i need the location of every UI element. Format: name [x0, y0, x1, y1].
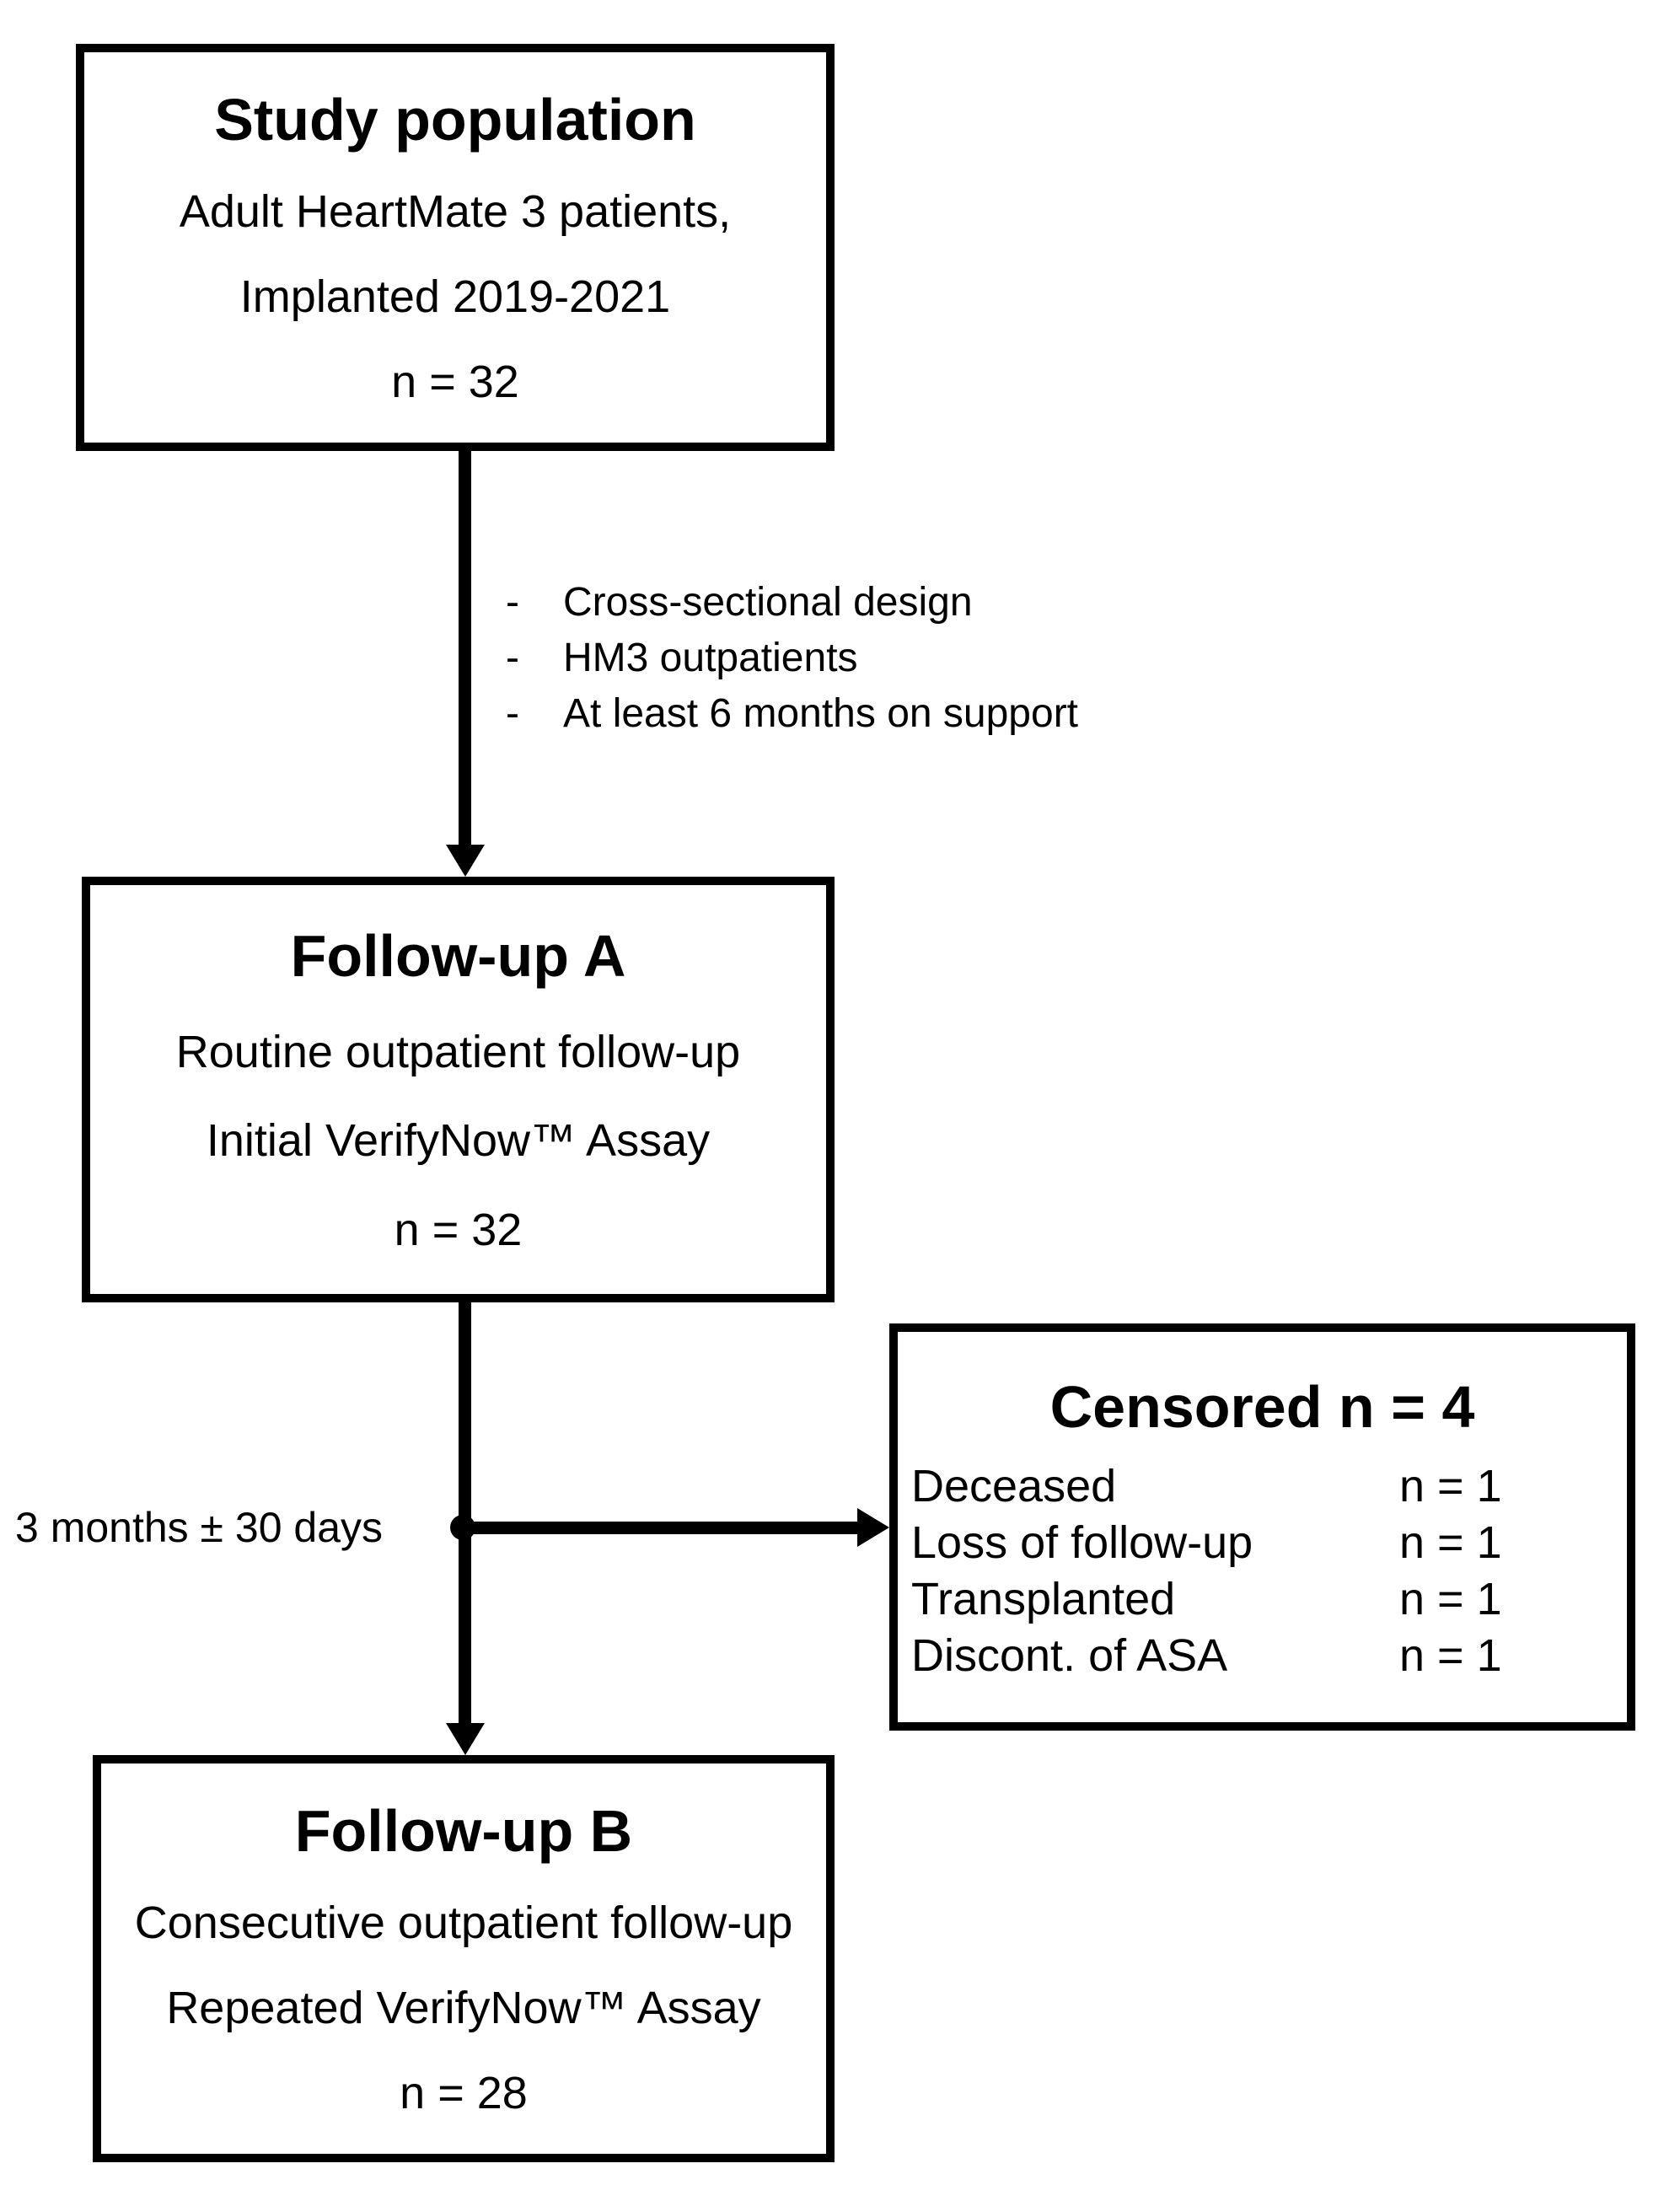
censored-row-label: Discont. of ASA	[911, 1630, 1228, 1681]
censored-row-count: n = 1	[1399, 1517, 1502, 1568]
followup-b-count: n = 28	[400, 2068, 528, 2118]
connector-study-to-followup-a	[459, 447, 471, 850]
followup-b-title: Follow-up B	[294, 1798, 633, 1864]
censored-row: Deceased n = 1	[898, 1458, 1627, 1515]
arrowhead-down-followup-a	[446, 845, 485, 877]
censored-row-label: Transplanted	[911, 1574, 1176, 1624]
inclusion-criteria-list: - Cross-sectional design - HM3 outpatien…	[506, 575, 1078, 742]
censored-row-label: Deceased	[911, 1461, 1117, 1511]
arrowhead-down-followup-b	[446, 1723, 485, 1755]
criteria-item: - HM3 outpatients	[506, 631, 1078, 686]
followup-b-line: Consecutive outpatient follow-up	[134, 1898, 793, 1948]
arrowhead-right-censored	[857, 1508, 889, 1547]
criteria-item: - Cross-sectional design	[506, 575, 1078, 631]
censored-row-count: n = 1	[1399, 1461, 1502, 1511]
censored-box: Censored n = 4 Deceased n = 1 Loss of fo…	[889, 1323, 1635, 1731]
censored-rows: Deceased n = 1 Loss of follow-up n = 1 T…	[898, 1458, 1627, 1684]
followup-a-box: Follow-up A Routine outpatient follow-up…	[82, 877, 835, 1302]
censored-row: Discont. of ASA n = 1	[898, 1628, 1627, 1684]
censored-row: Transplanted n = 1	[898, 1571, 1627, 1628]
censored-title: Censored n = 4	[1049, 1374, 1475, 1440]
study-population-box: Study population Adult HeartMate 3 patie…	[76, 44, 835, 451]
censored-row-label: Loss of follow-up	[911, 1517, 1253, 1568]
censored-row: Loss of follow-up n = 1	[898, 1515, 1627, 1571]
study-population-line: Adult HeartMate 3 patients,	[179, 186, 732, 237]
interval-label: 3 months ± 30 days	[15, 1504, 384, 1551]
connector-branch-to-censored	[465, 1522, 857, 1534]
followup-a-title: Follow-up A	[290, 923, 626, 990]
criteria-text: HM3 outpatients	[563, 636, 858, 680]
followup-a-line: Routine outpatient follow-up	[175, 1026, 741, 1077]
followup-b-line: Repeated VerifyNow™ Assay	[166, 1983, 761, 2033]
connector-followup-a-to-b	[459, 1302, 471, 1723]
followup-a-line: Initial VerifyNow™ Assay	[206, 1115, 711, 1167]
bullet-dash: -	[506, 636, 519, 680]
followup-a-count: n = 32	[394, 1204, 523, 1255]
bullet-dash: -	[506, 580, 519, 625]
censored-row-count: n = 1	[1399, 1574, 1502, 1624]
bullet-dash: -	[506, 691, 519, 736]
study-population-count: n = 32	[391, 357, 519, 407]
criteria-item: - At least 6 months on support	[506, 686, 1078, 742]
censored-row-count: n = 1	[1399, 1630, 1502, 1681]
study-population-title: Study population	[214, 87, 696, 153]
criteria-text: At least 6 months on support	[563, 691, 1079, 736]
followup-b-box: Follow-up B Consecutive outpatient follo…	[93, 1755, 835, 2162]
study-population-line: Implanted 2019-2021	[239, 271, 671, 322]
criteria-text: Cross-sectional design	[563, 580, 973, 625]
